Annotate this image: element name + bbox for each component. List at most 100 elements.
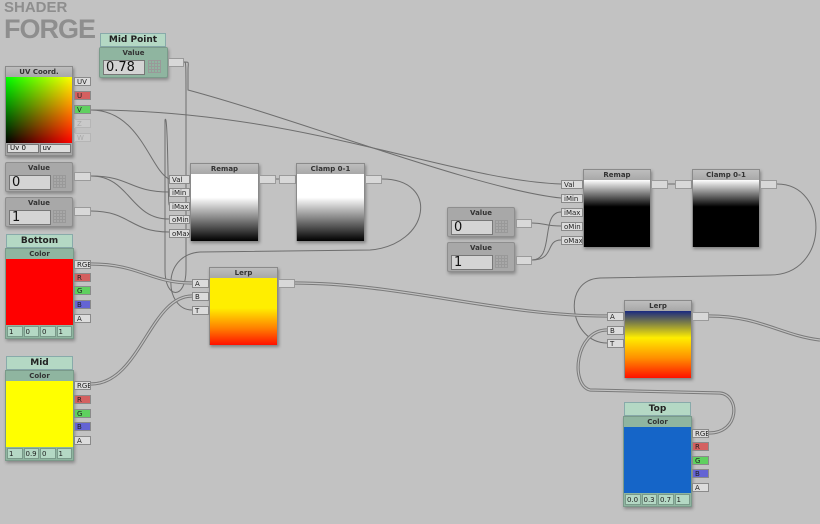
drag-handle-icon[interactable] <box>148 60 161 73</box>
drag-handle-icon[interactable] <box>495 220 508 233</box>
port-val[interactable]: Val <box>169 175 190 184</box>
port-omax[interactable]: oMax <box>561 236 583 245</box>
port-a[interactable]: A <box>692 483 709 492</box>
value-node[interactable]: Value 0 <box>5 162 73 192</box>
drag-handle-icon[interactable] <box>53 210 66 223</box>
port-rgb[interactable]: RGB <box>74 381 91 390</box>
port-t[interactable]: T <box>607 339 624 348</box>
lerp-output[interactable] <box>692 312 709 321</box>
clamp-input[interactable] <box>279 175 296 184</box>
port-w[interactable]: W <box>74 133 91 142</box>
lerp-output[interactable] <box>278 279 295 288</box>
color-swatch[interactable] <box>624 427 691 493</box>
lerp-node-2[interactable]: Lerp <box>624 300 692 378</box>
port-b[interactable]: B <box>692 469 709 478</box>
value-field[interactable]: 0 <box>451 220 493 235</box>
port-imax[interactable]: iMax <box>561 208 583 217</box>
port-b[interactable]: B <box>192 292 209 301</box>
port-g[interactable]: G <box>74 409 91 418</box>
drag-handle-icon[interactable] <box>53 175 66 188</box>
wire <box>531 239 562 261</box>
node-type: Color <box>6 371 73 381</box>
color-swatch[interactable] <box>6 381 73 447</box>
port-b[interactable]: B <box>607 326 624 335</box>
clamp-node-2[interactable]: Clamp 0-1 <box>692 169 760 247</box>
port-a[interactable]: A <box>607 312 624 321</box>
drag-handle-icon[interactable] <box>495 255 508 268</box>
clamp-output[interactable] <box>760 180 777 189</box>
r-value[interactable]: 1 <box>7 326 23 337</box>
value-output[interactable] <box>516 219 532 228</box>
wire <box>90 294 193 386</box>
port-a[interactable]: A <box>74 314 91 323</box>
uv-mode-dropdown[interactable]: uv <box>39 144 71 153</box>
wire <box>531 222 562 227</box>
port-val[interactable]: Val <box>561 180 583 189</box>
port-imin[interactable]: iMin <box>561 194 583 203</box>
port-uv[interactable]: UV <box>74 77 91 86</box>
port-omin[interactable]: oMin <box>169 215 190 224</box>
r-value[interactable]: 1 <box>7 448 23 459</box>
value-field[interactable]: 1 <box>451 255 493 270</box>
clamp-input[interactable] <box>675 180 692 189</box>
r-value[interactable]: 0.0 <box>625 494 641 505</box>
port-a[interactable]: A <box>74 436 91 445</box>
mid-point-node[interactable]: Value 0.78 <box>99 47 168 78</box>
port-r[interactable]: R <box>74 273 91 282</box>
top-color-title[interactable]: Top <box>624 402 691 416</box>
value-node[interactable]: Value 1 <box>5 197 73 227</box>
b-value[interactable]: 0.7 <box>658 494 674 505</box>
a-value[interactable]: 1 <box>674 494 690 505</box>
uv-channel-dropdown[interactable]: Uv 0 <box>7 144 39 153</box>
color-swatch[interactable] <box>6 259 73 325</box>
port-rgb[interactable]: RGB <box>692 429 709 438</box>
port-b[interactable]: B <box>74 422 91 431</box>
remap-node-2[interactable]: Remap <box>583 169 651 247</box>
value-field[interactable]: 1 <box>9 210 51 225</box>
a-value[interactable]: 1 <box>56 326 72 337</box>
port-r[interactable]: R <box>692 442 709 451</box>
port-rgb[interactable]: RGB <box>74 260 91 269</box>
clamp-node-1[interactable]: Clamp 0-1 <box>296 163 365 241</box>
port-a[interactable]: A <box>192 279 209 288</box>
port-omin[interactable]: oMin <box>561 222 583 231</box>
remap-node-1[interactable]: Remap <box>190 163 259 241</box>
b-value[interactable]: 0 <box>40 326 56 337</box>
mid-color-title[interactable]: Mid <box>6 356 73 370</box>
port-g[interactable]: G <box>74 286 91 295</box>
node-preview <box>297 174 364 241</box>
value-node[interactable]: Value 0 <box>447 207 515 237</box>
port-b[interactable]: B <box>74 300 91 309</box>
port-t[interactable]: T <box>192 306 209 315</box>
port-v[interactable]: V <box>74 105 91 114</box>
a-value[interactable]: 1 <box>56 448 72 459</box>
remap-output[interactable] <box>651 180 668 189</box>
value-output[interactable] <box>74 172 91 181</box>
value-output[interactable] <box>74 207 91 216</box>
bottom-color-title[interactable]: Bottom <box>6 234 73 248</box>
value-node[interactable]: Value 1 <box>447 242 515 272</box>
b-value[interactable]: 0 <box>40 448 56 459</box>
port-omax[interactable]: oMax <box>169 229 190 238</box>
port-z[interactable]: Z <box>74 119 91 128</box>
mid-point-value-field[interactable]: 0.78 <box>103 60 145 75</box>
value-output[interactable] <box>516 256 532 265</box>
lerp-node-1[interactable]: Lerp <box>209 267 278 345</box>
port-u[interactable]: U <box>74 91 91 100</box>
value-field[interactable]: 0 <box>9 175 51 190</box>
port-r[interactable]: R <box>74 395 91 404</box>
mid-point-title[interactable]: Mid Point <box>100 33 166 47</box>
g-value[interactable]: 0.3 <box>641 494 657 505</box>
remap-output[interactable] <box>259 175 276 184</box>
port-g[interactable]: G <box>692 456 709 465</box>
uv-coord-node[interactable]: UV Coord. Uv 0 uv <box>5 66 73 156</box>
g-value[interactable]: 0 <box>23 326 39 337</box>
clamp-output[interactable] <box>365 175 382 184</box>
g-value[interactable]: 0.9 <box>23 448 39 459</box>
mid-point-output[interactable] <box>168 58 184 67</box>
port-imax[interactable]: iMax <box>169 202 190 211</box>
port-imin[interactable]: iMin <box>169 188 190 197</box>
